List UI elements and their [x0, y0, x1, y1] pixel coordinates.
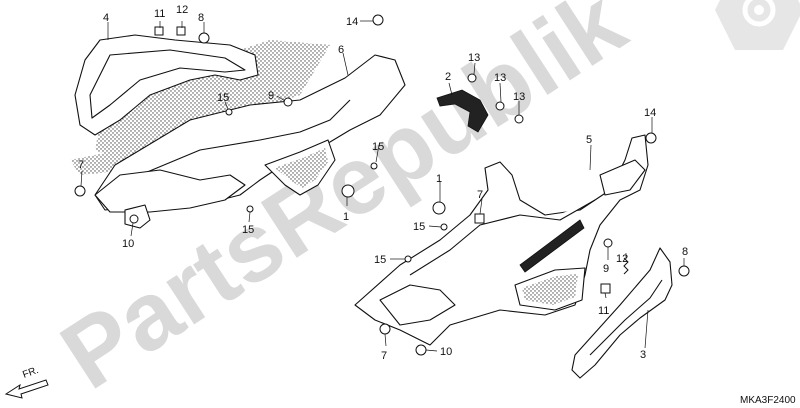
grommet-1-left: [341, 184, 355, 198]
part-5-vent-mesh: [275, 148, 328, 188]
callout-10-bottom: 10: [440, 346, 452, 358]
callout-7-bottom: 7: [381, 350, 387, 362]
callout-4: 3: [640, 349, 646, 361]
bolt-13-c: [514, 114, 524, 124]
callout-2: 2: [445, 71, 451, 83]
part-4-inner-edge: [589, 279, 663, 356]
right-inner-cover-assembly: [354, 73, 690, 379]
callout-labels: 4 11 12 8 14 6 9 15 15 1 15 7 10 2 13 13…: [78, 4, 688, 362]
left-panel-hatched-area: [95, 40, 330, 160]
callout-13-a: 13: [468, 52, 480, 64]
bolt-13-a: [467, 73, 477, 83]
clip-11-right: [474, 213, 485, 224]
callout-15-e: 15: [374, 254, 386, 266]
part-6-lower-bracket: [379, 284, 456, 326]
part-3-inner-rim: [89, 49, 246, 119]
part-5-inner-edge: [139, 99, 351, 176]
callout-8-right: 8: [682, 246, 688, 258]
bolt-7-right: [379, 323, 391, 335]
part-6-vent-slots: [519, 219, 585, 273]
callout-13-c: 13: [513, 91, 525, 103]
callout-6: 5: [586, 134, 592, 146]
bolt-9-right: [603, 238, 613, 248]
bolt-14-right: [645, 132, 657, 144]
right-fasteners: [379, 73, 690, 356]
gear-logo-icon: [715, 0, 800, 50]
left-fasteners: [74, 14, 384, 224]
screw-15-c: [246, 205, 254, 213]
screw-8-left: [198, 32, 210, 44]
spring-12-right: [623, 257, 629, 275]
arrow-left-icon: [4, 379, 49, 399]
callout-15-d: 15: [413, 221, 425, 233]
callout-15-a: 15: [217, 92, 229, 104]
callout-7-right: 7: [477, 189, 483, 201]
direction-label: FR.: [21, 365, 40, 381]
left-inner-cover-assembly: [70, 14, 406, 229]
callout-8-top: 8: [198, 12, 204, 24]
callout-1-left: 1: [343, 211, 349, 223]
screw-15-d: [440, 223, 448, 231]
callout-14-right: 14: [644, 107, 656, 119]
part-4-trim-piece: [571, 247, 673, 379]
part-6-inner-edge: [409, 199, 596, 276]
callout-10-left: 10: [122, 238, 134, 250]
screw-8-right: [678, 265, 690, 277]
diagram-code: MKA3F2400: [740, 395, 796, 406]
callout-1-right: 1: [436, 173, 442, 185]
callout-9-right: 9: [603, 263, 609, 275]
clip-11-left: [154, 26, 164, 36]
callout-5: 6: [338, 44, 344, 56]
callout-7-left: 7: [78, 159, 84, 171]
bolt-7-left: [74, 185, 86, 197]
callout-9-left: 9: [268, 90, 274, 102]
callout-12-right: 12: [616, 253, 628, 265]
bolt-10-right: [415, 344, 427, 356]
callout-15-b: 15: [372, 141, 384, 153]
bolt-13-b: [495, 101, 505, 111]
part-2-bracket: [436, 89, 489, 133]
bolt-10-left: [129, 214, 139, 224]
bolt-14-left: [372, 14, 384, 26]
screw-15-a: [225, 108, 233, 116]
bolt-9-left: [283, 97, 293, 107]
callout-15-c: 15: [242, 224, 254, 236]
callout-14-top: 14: [346, 16, 358, 28]
callout-11-right: 11: [598, 305, 609, 317]
grommet-1-right: [432, 201, 446, 215]
part-6-lower-mesh: [522, 274, 578, 305]
clip-11-right-lower: [600, 283, 611, 294]
callout-3: 4: [103, 12, 109, 24]
front-direction-arrow: FR.: [4, 365, 49, 399]
callout-11-top: 11: [154, 8, 165, 20]
screw-15-b: [370, 162, 378, 170]
screw-15-e: [404, 255, 412, 263]
clip-12-left: [176, 26, 186, 36]
callout-13-b: 13: [494, 72, 506, 84]
callout-12-top: 12: [176, 4, 188, 16]
leader-lines: [80, 20, 685, 352]
part-6-corner-box: [599, 159, 646, 196]
